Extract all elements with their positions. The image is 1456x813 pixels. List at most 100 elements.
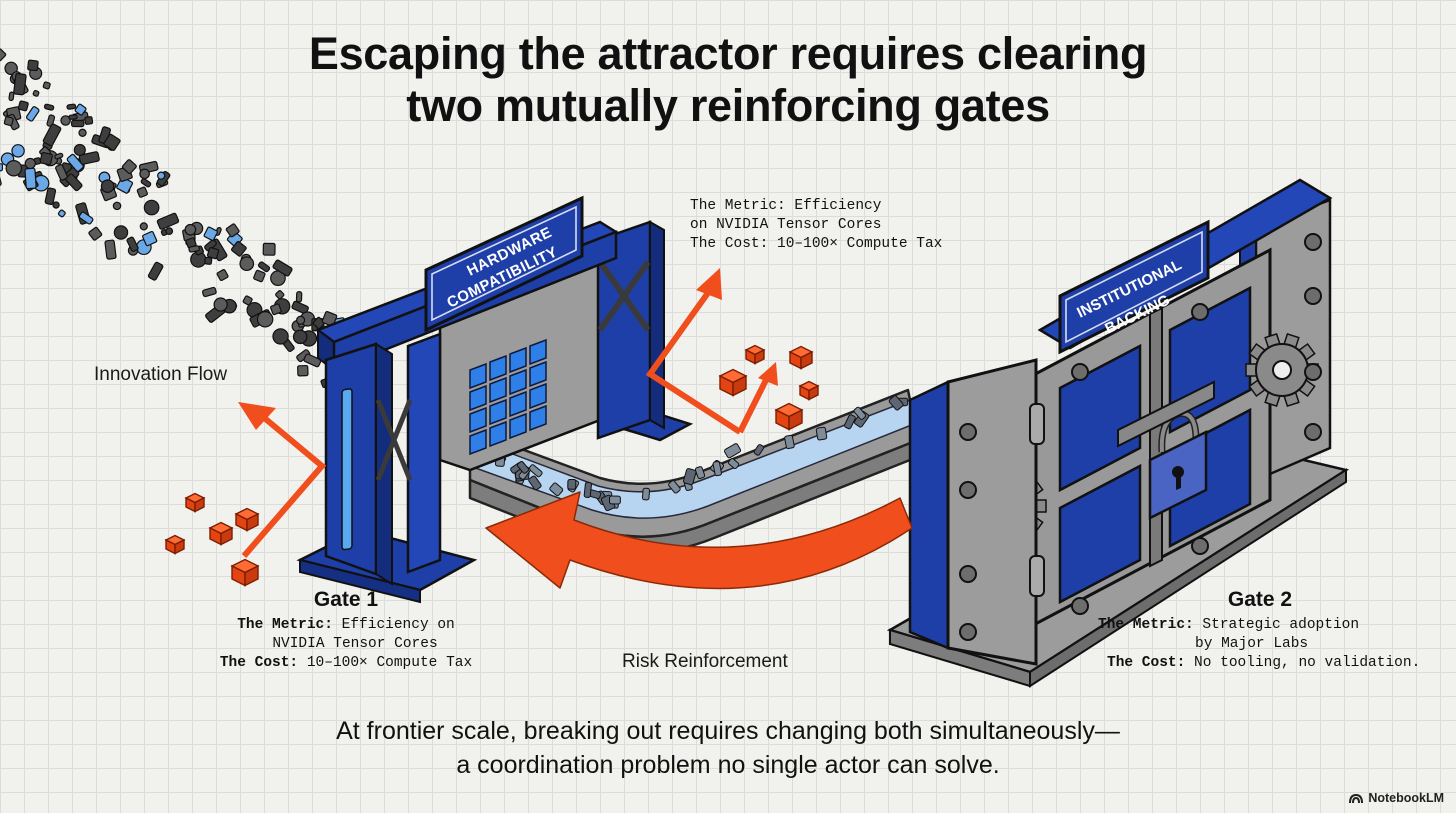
gate-2-cost-label: The Cost: bbox=[1107, 655, 1186, 671]
flow-particle bbox=[103, 133, 121, 151]
flow-particle bbox=[13, 72, 27, 96]
flow-particle bbox=[32, 89, 40, 97]
flow-particle bbox=[165, 227, 174, 236]
flow-particle bbox=[39, 151, 53, 166]
fragment-side bbox=[246, 512, 259, 532]
callout-line-1: The Metric: Efficiency bbox=[690, 198, 882, 214]
gate-2-heading: Gate 2 bbox=[1227, 588, 1293, 611]
flow-particle bbox=[25, 106, 40, 122]
flow-particle bbox=[292, 329, 308, 345]
bolt-icon bbox=[1304, 233, 1322, 251]
flow-particle bbox=[52, 201, 60, 209]
gate-1-cost-label: The Cost: bbox=[219, 655, 299, 671]
channel-particle bbox=[694, 466, 706, 480]
flow-particle bbox=[0, 170, 2, 187]
brand-label: NotebookLM bbox=[1368, 791, 1444, 805]
flow-particle bbox=[297, 364, 309, 377]
flow-particle bbox=[66, 103, 77, 110]
flow-particle bbox=[27, 59, 39, 72]
flow-particle bbox=[5, 159, 23, 177]
gate-1-metric-value: Efficiency on bbox=[341, 617, 455, 633]
flow-particle bbox=[184, 223, 197, 236]
window-pane bbox=[469, 406, 487, 434]
flow-particle bbox=[296, 315, 306, 325]
flow-particle bbox=[100, 179, 115, 193]
gate-1-callout: The Metric: Efficiency on NVIDIA Tensor … bbox=[690, 197, 942, 254]
fragment-side bbox=[194, 496, 205, 513]
bolt-icon bbox=[1191, 537, 1209, 555]
flow-particle bbox=[239, 256, 255, 272]
window-pane bbox=[489, 376, 507, 404]
risk-reinforcement-arrow bbox=[485, 491, 913, 590]
flow-particle bbox=[303, 353, 322, 368]
flow-particle bbox=[0, 48, 7, 62]
window-pane bbox=[509, 390, 527, 418]
flow-particle bbox=[142, 230, 158, 247]
innovation-flow-label: Innovation Flow bbox=[94, 364, 228, 385]
flow-particle bbox=[65, 173, 83, 192]
flow-particle bbox=[206, 247, 220, 260]
flow-particle bbox=[73, 143, 86, 157]
flow-particle bbox=[78, 211, 94, 225]
flow-particle bbox=[112, 201, 122, 211]
flow-particle bbox=[147, 261, 164, 281]
window-pane bbox=[489, 420, 507, 448]
channel-particle bbox=[712, 461, 722, 477]
gate-2-metric-value: Strategic adoption bbox=[1202, 617, 1360, 633]
gate-2-metric-label: The Metric: bbox=[1098, 617, 1194, 633]
channel-particle bbox=[844, 414, 856, 430]
fragment-side bbox=[808, 384, 819, 401]
channel-particle bbox=[888, 395, 904, 411]
flow-particle bbox=[140, 178, 152, 188]
risk-reinforcement-label: Risk Reinforcement bbox=[622, 651, 788, 672]
innovation-particles bbox=[0, 48, 347, 389]
rebound-arrow-right bbox=[645, 288, 771, 435]
gate-1-window-grid bbox=[469, 338, 547, 456]
flow-particle bbox=[3, 116, 14, 127]
gate-1-heading: Gate 1 bbox=[313, 588, 379, 611]
flow-particle bbox=[104, 239, 117, 260]
flow-particle bbox=[0, 163, 4, 172]
flow-particle bbox=[66, 153, 84, 172]
flow-particle bbox=[202, 286, 217, 298]
bolt-icon bbox=[1304, 287, 1322, 305]
flow-particle bbox=[57, 209, 66, 218]
flow-particle bbox=[321, 310, 338, 327]
flow-particle bbox=[253, 269, 266, 283]
channel-particles bbox=[473, 395, 909, 512]
flow-particle bbox=[44, 187, 57, 206]
notebooklm-brand: NotebookLM bbox=[1348, 791, 1444, 805]
flow-particle bbox=[272, 328, 289, 345]
fragment-side bbox=[754, 348, 765, 365]
flow-particle bbox=[68, 114, 78, 120]
flow-particle bbox=[78, 128, 87, 137]
fragment-side bbox=[732, 374, 747, 397]
flow-particle bbox=[8, 91, 15, 102]
bolt-icon bbox=[959, 481, 977, 499]
gate-2-metric-cont: by Major Labs bbox=[1195, 636, 1309, 652]
flow-particle bbox=[275, 290, 285, 300]
gate-1-metric-label: The Metric: bbox=[237, 617, 333, 633]
flow-particle bbox=[295, 291, 303, 303]
gate-1-metric-cont: NVIDIA Tensor Cores bbox=[272, 636, 438, 652]
fragment-side bbox=[244, 564, 259, 587]
flow-particle bbox=[24, 157, 36, 170]
fragment-side bbox=[800, 350, 813, 370]
window-pane bbox=[529, 360, 547, 388]
flow-particle bbox=[11, 144, 25, 158]
gate-2-cost-value: No tooling, no validation. bbox=[1194, 655, 1421, 671]
bolt-icon bbox=[1071, 597, 1089, 615]
channel-particle bbox=[815, 426, 828, 441]
flow-particle bbox=[216, 269, 229, 282]
rebound-arrow-right-head bbox=[696, 268, 722, 300]
flow-particle bbox=[42, 81, 51, 90]
notebooklm-logo-icon bbox=[1349, 793, 1364, 804]
flow-particle bbox=[17, 100, 29, 112]
channel-particle bbox=[567, 478, 577, 490]
page-title: Escaping the attractor requires clearing… bbox=[0, 28, 1456, 132]
bolt-icon bbox=[959, 565, 977, 583]
flow-particle bbox=[121, 159, 137, 175]
flow-particle bbox=[42, 123, 62, 147]
channel-particle bbox=[682, 468, 697, 486]
